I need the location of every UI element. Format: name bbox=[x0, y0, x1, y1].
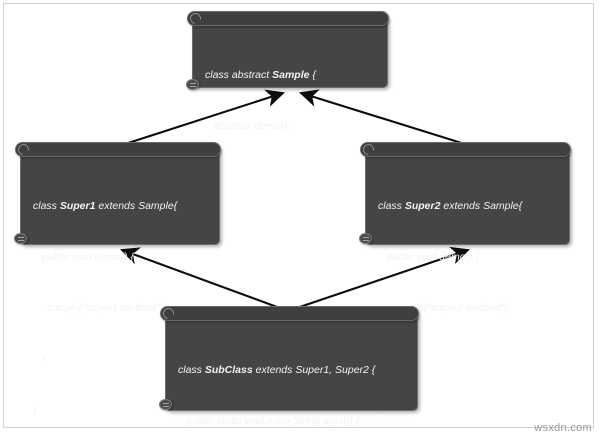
code-line: s.o.pln("super1 method"); bbox=[33, 302, 166, 314]
code-line: abstract demo(); bbox=[205, 120, 291, 132]
node-collapse-icon[interactable] bbox=[187, 10, 204, 27]
code-line: public static void main(String args[]) { bbox=[178, 415, 360, 427]
watermark: wsxdn.com bbox=[534, 422, 592, 434]
node-resize-handle-icon[interactable] bbox=[159, 399, 172, 410]
code-line: class abstract Sample { bbox=[205, 69, 316, 81]
code-line: class Super2 extends Sample{ bbox=[378, 200, 523, 212]
node-title-bar[interactable] bbox=[187, 10, 389, 27]
node-title-bar[interactable] bbox=[160, 305, 419, 322]
edge-subclass-to-super1 bbox=[120, 247, 289, 312]
class-node-sample[interactable]: class abstract Sample { abstract demo();… bbox=[186, 10, 389, 183]
node-collapse-icon[interactable] bbox=[160, 305, 177, 322]
class-node-subclass[interactable]: class SubClass extends Super1, Super2 { … bbox=[159, 305, 419, 427]
class-body-sample: class abstract Sample { abstract demo();… bbox=[193, 29, 387, 224]
node-title-bar[interactable] bbox=[360, 141, 571, 158]
code-line: } bbox=[33, 404, 37, 416]
edge-subclass-to-super2 bbox=[287, 246, 470, 312]
code-line: public void demo() { bbox=[33, 251, 134, 263]
edge-super2-to-sample bbox=[298, 89, 469, 147]
code-line: public void demo() { bbox=[378, 251, 479, 263]
code-line: } bbox=[33, 353, 46, 365]
node-resize-handle-icon[interactable] bbox=[359, 233, 372, 244]
class-node-super2[interactable]: class Super2 extends Sample{ public void… bbox=[359, 141, 571, 416]
class-body-subclass: class SubClass extends Super1, Super2 { … bbox=[166, 324, 417, 440]
code-line: class Super1 extends Sample{ bbox=[33, 200, 178, 212]
node-title-bar[interactable] bbox=[15, 141, 221, 158]
edge-super1-to-sample bbox=[121, 89, 285, 146]
node-resize-handle-icon[interactable] bbox=[186, 79, 199, 90]
node-collapse-icon[interactable] bbox=[15, 141, 32, 158]
node-resize-handle-icon[interactable] bbox=[14, 233, 27, 244]
class-body-super1: class Super1 extends Sample{ public void… bbox=[21, 160, 219, 440]
code-line: } bbox=[205, 169, 381, 186]
class-node-super1[interactable]: class Super1 extends Sample{ public void… bbox=[14, 141, 221, 416]
code-line: class SubClass extends Super1, Super2 { bbox=[178, 364, 376, 376]
node-collapse-icon[interactable] bbox=[360, 141, 377, 158]
